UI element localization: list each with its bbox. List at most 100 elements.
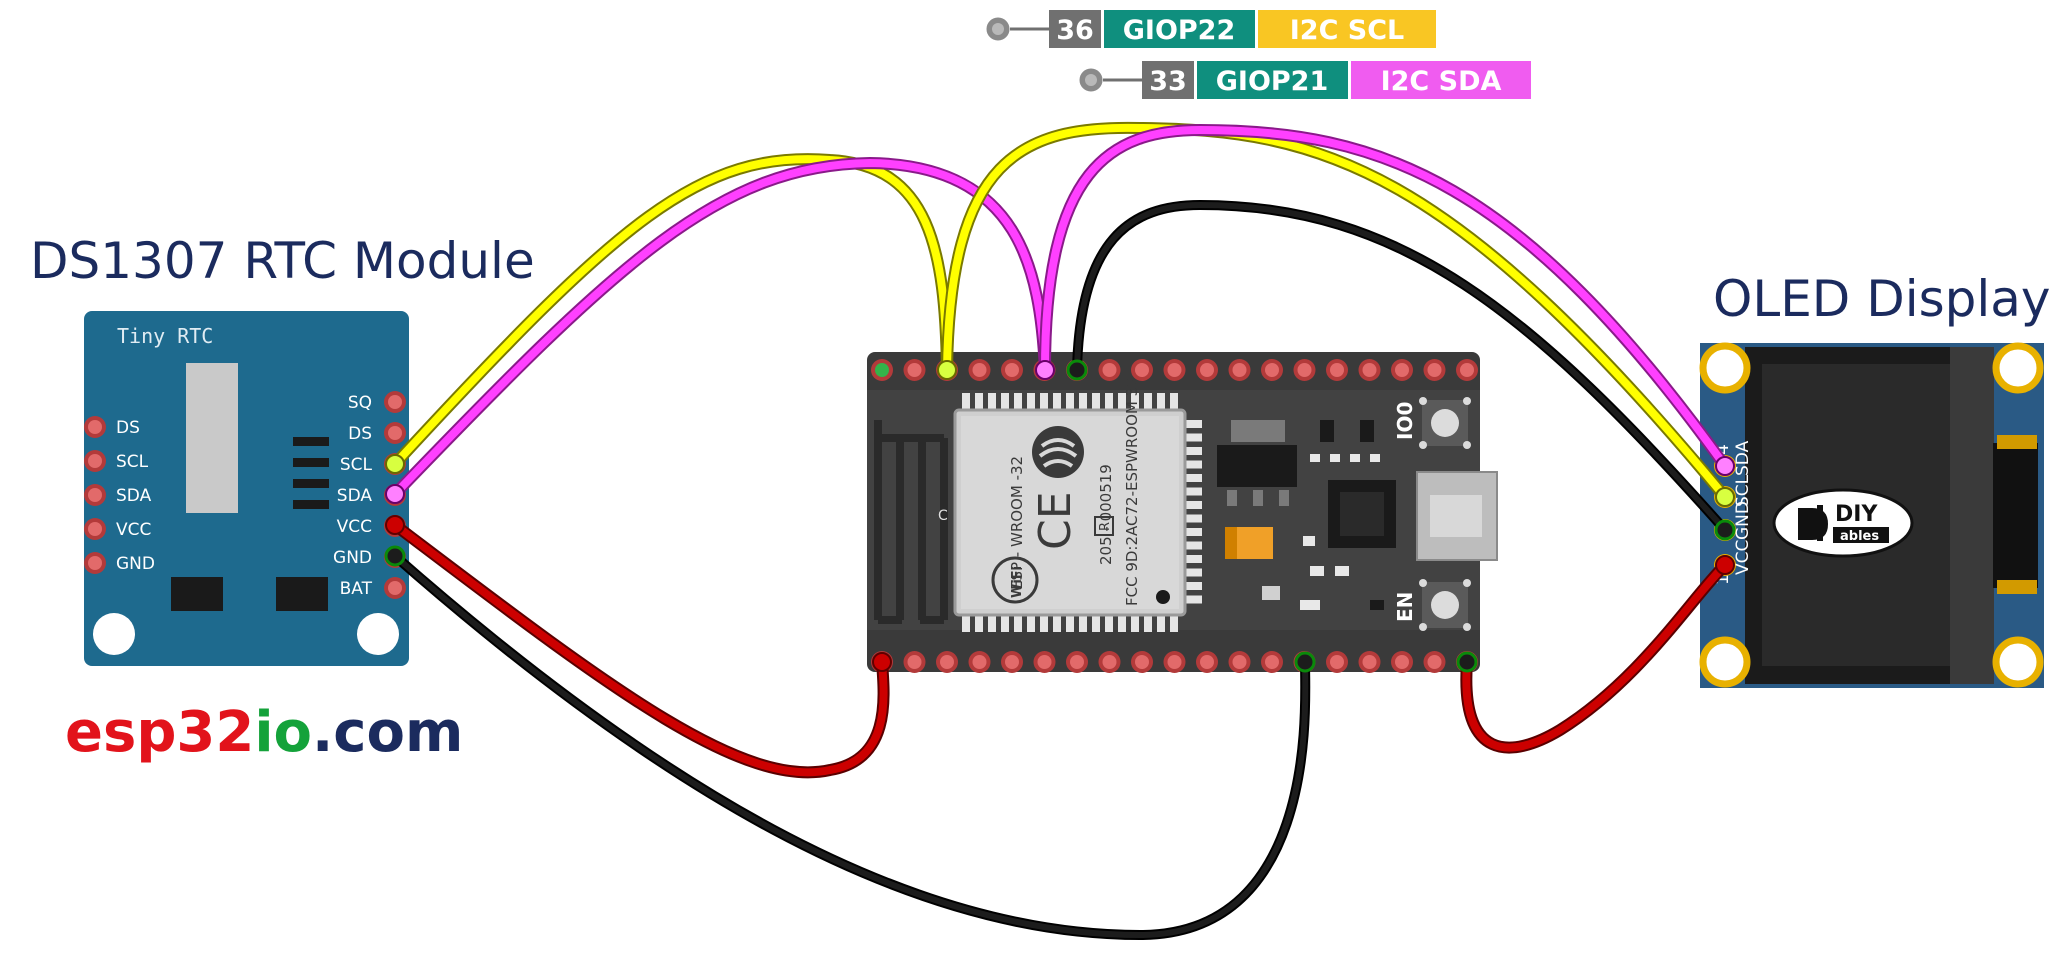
header-pin [1358, 651, 1381, 673]
rtc-crystal [171, 577, 223, 611]
rtc-right-pin-label: BAT [340, 579, 373, 599]
r-mark: R [1098, 522, 1113, 531]
header-pin [384, 391, 406, 413]
esp32-board: C ESP - WROOM -32 205 - 000519 FCC 9D:2A… [867, 352, 1498, 673]
rtc-left-pin-label: VCC [116, 520, 151, 540]
oled-mount-hole [1699, 636, 1751, 688]
rtc-right-pin-label: SQ [348, 393, 372, 413]
header-pin [1391, 359, 1413, 381]
oled-title: OLED Display [1713, 270, 2051, 328]
boot-button-label: IO0 [1393, 402, 1417, 440]
module-pad [1170, 393, 1178, 410]
oled-mount-hole [1992, 636, 2044, 688]
header-pin [1033, 651, 1056, 673]
header-pin [903, 651, 926, 673]
voltage-regulator [1217, 445, 1297, 487]
header-pin [84, 450, 106, 472]
module-pad [1170, 615, 1178, 632]
module-pad [962, 615, 970, 632]
module-pad [1157, 615, 1165, 632]
module-pad [1185, 541, 1202, 550]
header-pin [84, 552, 106, 574]
module-pad [1185, 582, 1202, 590]
module-pad [1185, 420, 1202, 428]
oled-pin-label: SCL [1733, 474, 1753, 507]
wire-rtc-gnd-to-esp32 [390, 551, 1311, 941]
header-pin [1326, 651, 1348, 673]
rtc-right-pin-label: SDA [337, 486, 373, 506]
gpio-tag [1104, 10, 1255, 48]
rtc-chip [293, 437, 329, 446]
function-tag [1258, 10, 1436, 48]
module-pad [1040, 615, 1048, 632]
pin-tag-scl: 36 GIOP22 I2C SCL [983, 10, 1436, 48]
oled-pin-number: 1 [1713, 574, 1733, 585]
function-name: I2C SDA [1381, 66, 1502, 97]
enable-button[interactable] [1419, 579, 1471, 631]
header-pin [1261, 651, 1283, 673]
brand-part-3: .com [312, 700, 463, 765]
module-pad [1185, 568, 1202, 577]
module-pad [1053, 393, 1061, 410]
wire-rtc-vcc-to-esp32 [389, 519, 890, 779]
header-pin [1261, 359, 1283, 381]
header-pin [1228, 651, 1251, 673]
rtc-left-pin-label: DS [116, 418, 140, 438]
header-pin [871, 359, 893, 381]
module-pad [1105, 393, 1113, 410]
module-pad [1185, 514, 1202, 523]
module-pad [1131, 393, 1139, 410]
logo-bottom-text: ables [1840, 529, 1879, 544]
header-pin [1001, 651, 1023, 673]
module-pad [1144, 393, 1152, 410]
boot-button[interactable] [1419, 397, 1471, 449]
header-pin [968, 359, 991, 381]
function-name: I2C SCL [1290, 15, 1405, 46]
header-pin [84, 416, 106, 438]
module-pad [1092, 393, 1100, 410]
module-pad [1157, 393, 1165, 410]
module-pad [1118, 393, 1126, 410]
module-pad [975, 615, 983, 632]
header-pin [1001, 359, 1023, 381]
rtc-battery-holder [186, 363, 238, 513]
enable-button-label: EN [1393, 592, 1417, 622]
wire-endpoints [384, 359, 1736, 673]
module-pad [988, 615, 996, 632]
module-pad [1079, 393, 1087, 410]
rtc-title: DS1307 RTC Module [30, 232, 535, 290]
oled-ribbon [1950, 347, 1994, 684]
module-pad [1185, 595, 1202, 604]
rtc-right-pin-label: GND [333, 548, 372, 568]
wifi-logo: WiFi [991, 556, 1039, 604]
header-pin [1358, 359, 1381, 381]
header-pin [1196, 359, 1218, 381]
wire-esp32-gnd-to-oled [1072, 199, 1730, 535]
module-pad [1014, 393, 1022, 410]
module-pad [1185, 555, 1202, 563]
module-pad [1066, 615, 1074, 632]
oled-pin-label: GND [1733, 501, 1753, 540]
header-pin [1098, 359, 1121, 381]
wire-rtc-sda-to-esp32 [389, 156, 1051, 500]
module-pad [1185, 487, 1202, 496]
header-pin [1423, 359, 1446, 381]
module-pad [1185, 460, 1202, 469]
module-pad [1053, 615, 1061, 632]
module-pad [1131, 615, 1139, 632]
module-pad [1144, 615, 1152, 632]
header-pin [1131, 359, 1153, 381]
module-cert-2: FCC 9D:2AC72-ESPWROOM 32 [1123, 377, 1141, 606]
module-pad [1066, 393, 1074, 410]
antenna-mark: C [938, 508, 948, 524]
header-pin [384, 577, 406, 599]
brand-logo: esp32io.com [65, 700, 463, 765]
module-pad [988, 393, 996, 410]
module-pad [975, 393, 983, 410]
rtc-right-pin-label: SCL [340, 455, 373, 475]
header-pin [384, 422, 406, 444]
rtc-mount-hole [93, 613, 135, 655]
ce-mark: CE [1030, 491, 1081, 550]
